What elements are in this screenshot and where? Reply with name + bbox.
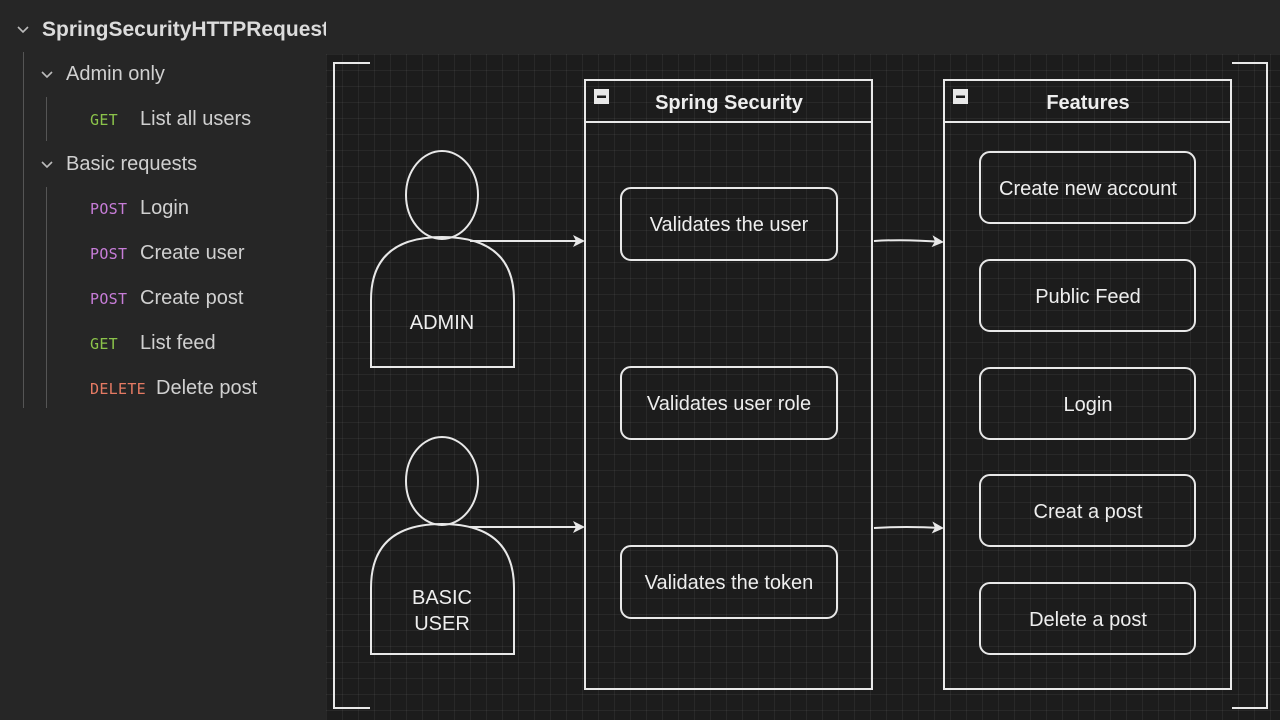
method-badge: DELETE bbox=[90, 379, 146, 398]
tree-guide-line bbox=[46, 187, 47, 408]
method-badge: GET bbox=[90, 334, 118, 353]
chevron-down-icon[interactable] bbox=[40, 158, 54, 172]
request-list-all-users[interactable]: GET List all users bbox=[90, 108, 251, 131]
request-label: Create user bbox=[140, 242, 245, 264]
method-badge: POST bbox=[90, 244, 128, 263]
request-label: Delete post bbox=[156, 377, 258, 399]
request-login[interactable]: POST Login bbox=[90, 197, 189, 220]
folder-admin-only[interactable]: Admin only bbox=[40, 63, 165, 86]
chevron-down-icon[interactable] bbox=[40, 68, 54, 82]
request-label: List all users bbox=[140, 108, 252, 130]
folder-label: Basic requests bbox=[66, 153, 198, 175]
request-label: List feed bbox=[140, 332, 216, 354]
method-badge: POST bbox=[90, 289, 128, 308]
chevron-down-icon[interactable] bbox=[16, 23, 30, 37]
folder-basic-requests[interactable]: Basic requests bbox=[40, 153, 197, 176]
request-label: Login bbox=[140, 197, 189, 219]
collection-sidebar: SpringSecurityHTTPRequests Admin only GE… bbox=[0, 0, 341, 720]
tree-guide-line bbox=[46, 97, 47, 141]
request-create-user[interactable]: POST Create user bbox=[90, 242, 245, 265]
request-label: Create post bbox=[140, 287, 244, 309]
collection-root[interactable]: SpringSecurityHTTPRequests bbox=[16, 18, 341, 42]
collection-name: SpringSecurityHTTPRequests bbox=[42, 18, 341, 41]
request-list-feed[interactable]: GET List feed bbox=[90, 332, 216, 355]
editor-top-bar bbox=[326, 0, 1280, 54]
folder-label: Admin only bbox=[66, 63, 165, 85]
method-badge: GET bbox=[90, 110, 118, 129]
tree-guide-line bbox=[23, 52, 24, 408]
request-create-post[interactable]: POST Create post bbox=[90, 287, 243, 310]
diagram-canvas[interactable] bbox=[326, 54, 1280, 720]
request-delete-post[interactable]: DELETE Delete post bbox=[90, 377, 257, 400]
method-badge: POST bbox=[90, 199, 128, 218]
